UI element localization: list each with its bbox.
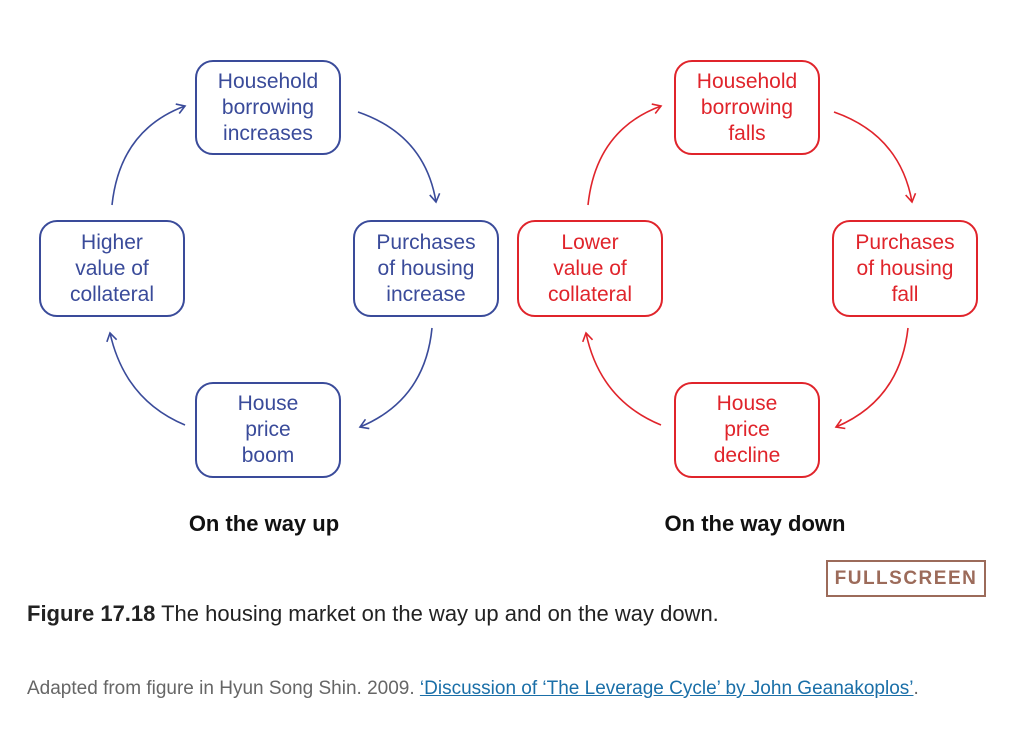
arrow-up-top-to-right — [357, 111, 441, 204]
arrow-down-top-to-right — [833, 111, 917, 204]
source-suffix: . — [913, 678, 919, 699]
figure-number: Figure 17.18 — [27, 601, 156, 626]
up-node-right: Purchases of housing increase — [353, 220, 499, 317]
arrow-up-right-to-bottom — [358, 327, 433, 430]
down-diagram-label: On the way down — [664, 511, 846, 536]
down-node-bottom: House price decline — [674, 382, 820, 478]
arrow-down-left-to-top — [587, 103, 663, 206]
fullscreen-button[interactable]: FULLSCREEN — [826, 560, 986, 597]
up-node-top: Household borrowing increases — [195, 60, 341, 155]
arrow-down-bottom-to-left — [581, 331, 662, 426]
arrow-down-right-to-bottom — [834, 327, 909, 430]
down-node-right: Purchases of housing fall — [832, 220, 978, 317]
figure-caption: Figure 17.18 The housing market on the w… — [27, 601, 719, 627]
source-link[interactable]: ‘Discussion of ‘The Leverage Cycle’ by J… — [419, 678, 914, 699]
figure-source: Adapted from figure in Hyun Song Shin. 2… — [27, 676, 927, 702]
up-diagram-label: On the way up — [188, 511, 340, 536]
figure-caption-text: The housing market on the way up and on … — [155, 601, 719, 626]
arrow-up-left-to-top — [111, 103, 187, 206]
arrow-up-bottom-to-left — [106, 331, 186, 426]
down-node-left: Lower value of collateral — [517, 220, 663, 317]
up-node-bottom: House price boom — [195, 382, 341, 478]
up-node-left: Higher value of collateral — [39, 220, 185, 317]
down-node-top: Household borrowing falls — [674, 60, 820, 155]
source-prefix: Adapted from figure in Hyun Song Shin. 2… — [27, 678, 420, 699]
